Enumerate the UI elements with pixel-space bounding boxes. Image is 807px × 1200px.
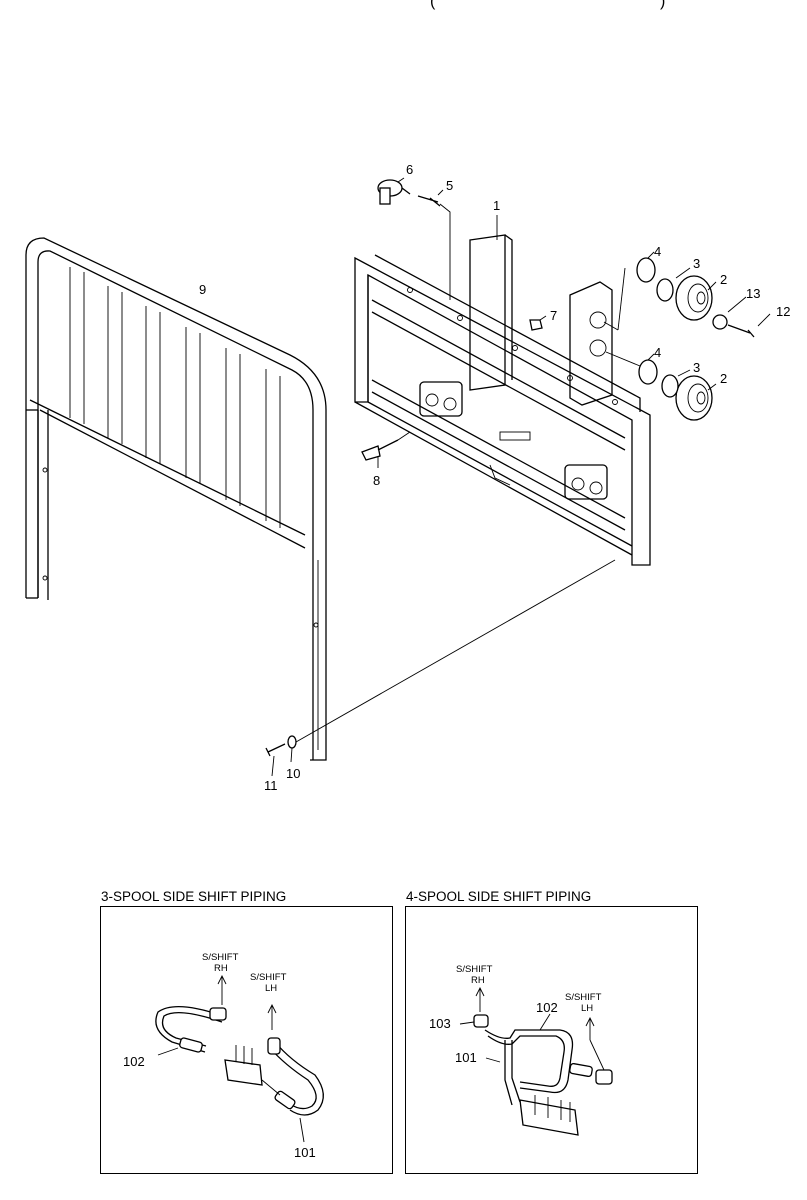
callout-2-upper: 2 (720, 272, 727, 287)
callout-13: 13 (746, 286, 760, 301)
left-callout-102: 102 (123, 1054, 145, 1069)
callout-3-upper: 3 (693, 256, 700, 271)
header-fragment-open: ( (430, 0, 436, 10)
right-callout-103: 103 (429, 1016, 451, 1031)
callout-6: 6 (406, 162, 413, 177)
right-rh-line2: RH (471, 975, 485, 986)
callout-1: 1 (493, 198, 500, 213)
left-callout-101: 101 (294, 1145, 316, 1160)
stud-6 (377, 179, 411, 205)
callout-11: 11 (264, 778, 278, 793)
bolt-5 (417, 195, 441, 207)
bolt-11 (265, 743, 286, 757)
roller-bearing-upper (675, 275, 713, 321)
right-lh-line2: LH (581, 1003, 593, 1014)
callout-4-lower: 4 (654, 345, 661, 360)
left-rh-line2: RH (214, 963, 228, 974)
callout-7: 7 (550, 308, 557, 323)
washer-10 (287, 735, 297, 749)
callout-8: 8 (373, 473, 380, 488)
roller-bearing-lower (675, 375, 713, 421)
panel-title-4-spool: 4-SPOOL SIDE SHIFT PIPING (406, 889, 592, 904)
callout-5: 5 (446, 178, 453, 193)
callout-9: 9 (199, 282, 206, 297)
spacer-3-upper (656, 278, 674, 302)
callout-12: 12 (776, 304, 790, 319)
callout-4-upper: 4 (654, 244, 661, 259)
left-lh-line2: LH (265, 983, 277, 994)
header-fragment-close: ) (660, 0, 665, 10)
left-lh-line1: S/SHIFT (250, 972, 287, 983)
washer-13 (712, 314, 728, 330)
callout-3-lower: 3 (693, 360, 700, 375)
right-callout-101: 101 (455, 1050, 477, 1065)
fork-carriage (354, 234, 651, 566)
right-callout-102: 102 (536, 1000, 558, 1015)
four-spool-piping-drawing: S/SHIFT RH S/SHIFT LH (456, 964, 613, 1136)
three-spool-piping-drawing: S/SHIFT RH S/SHIFT LH (155, 952, 324, 1143)
bolt-8 (361, 439, 399, 461)
panel-title-3-spool: 3-SPOOL SIDE SHIFT PIPING (101, 889, 287, 904)
shim-4-lower (638, 359, 658, 385)
shim-4-upper (636, 257, 656, 283)
spacer-3-lower (661, 374, 679, 398)
load-backrest (25, 237, 327, 761)
callout-10: 10 (286, 766, 300, 781)
right-rh-line1: S/SHIFT (456, 964, 493, 975)
right-lh-line1: S/SHIFT (565, 992, 602, 1003)
bolt-12 (727, 324, 755, 338)
panel-frame-4-spool (405, 906, 698, 1174)
panel-frame-3-spool (100, 906, 393, 1174)
nut-7 (529, 319, 543, 331)
callout-2-lower: 2 (720, 371, 727, 386)
left-rh-line1: S/SHIFT (202, 952, 239, 963)
